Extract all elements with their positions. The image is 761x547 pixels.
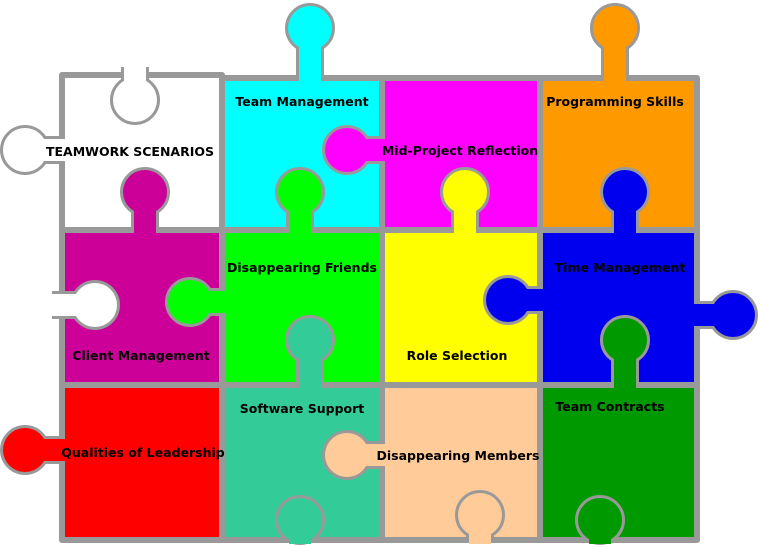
piece-label-disappearing-friends[interactable]: Disappearing Friends xyxy=(227,260,377,275)
puzzle-piece-programming-skills[interactable] xyxy=(537,3,700,233)
piece-tab-neck xyxy=(134,192,156,234)
piece-label-time-management[interactable]: Time Management xyxy=(555,260,686,275)
piece-label-programming-skills[interactable]: Programming Skills xyxy=(546,94,684,109)
piece-label-qualities-of-leadership[interactable]: Qualities of Leadership xyxy=(61,445,225,460)
piece-tab-neck xyxy=(589,520,611,544)
piece-label-disappearing-members[interactable]: Disappearing Members xyxy=(377,448,540,463)
piece-tab-neck xyxy=(347,139,386,161)
puzzle-piece-time-management[interactable] xyxy=(483,167,758,388)
piece-tab-neck xyxy=(693,304,733,326)
piece-label-teamwork-scenarios[interactable]: TEAMWORK SCENARIOS xyxy=(46,144,214,159)
piece-notch-neck xyxy=(124,66,146,100)
piece-tab-neck xyxy=(299,340,321,389)
piece-label-software-support[interactable]: Software Support xyxy=(240,401,365,416)
piece-label-client-management[interactable]: Client Management xyxy=(72,348,209,363)
piece-tab-neck xyxy=(299,28,321,82)
piece-tab-neck xyxy=(289,520,311,544)
piece-tab-neck xyxy=(347,444,386,466)
piece-tab-neck xyxy=(508,289,544,311)
piece-tab-neck xyxy=(614,340,636,389)
puzzle-piece-team-contracts[interactable] xyxy=(537,315,700,545)
puzzle-piece-disappearing-members[interactable] xyxy=(322,382,543,544)
piece-tab-neck xyxy=(454,192,476,234)
piece-label-role-selection[interactable]: Role Selection xyxy=(407,348,508,363)
piece-label-team-management[interactable]: Team Management xyxy=(235,94,368,109)
piece-label-mid-project-reflection[interactable]: Mid-Project Reflection xyxy=(382,143,538,158)
piece-tab-neck xyxy=(25,439,66,461)
piece-body[interactable] xyxy=(59,382,225,543)
piece-tab-neck xyxy=(289,192,311,234)
piece-tab-neck xyxy=(614,192,636,234)
piece-label-team-contracts[interactable]: Team Contracts xyxy=(555,399,664,414)
piece-notch-neck xyxy=(51,294,95,316)
piece-tab-neck xyxy=(25,139,66,161)
piece-tab-neck xyxy=(469,515,491,544)
piece-tab-neck xyxy=(604,28,626,82)
piece-tab-neck xyxy=(190,291,226,313)
